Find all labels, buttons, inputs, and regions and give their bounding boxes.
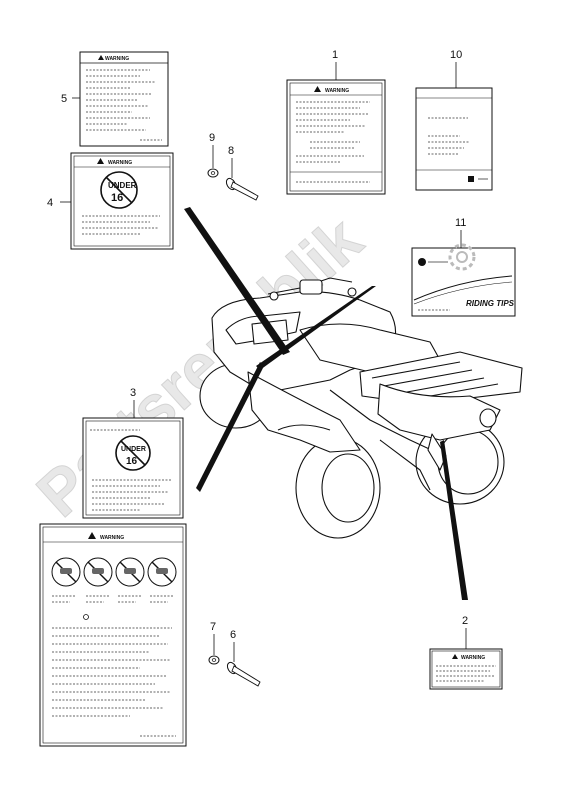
callout-4: 4	[47, 197, 53, 209]
callout-8: 8	[228, 145, 234, 157]
label-2[interactable]: WARNING	[429, 648, 503, 690]
leader-to-label-4	[184, 207, 290, 355]
callout-1: 1	[332, 49, 338, 61]
callout-6: 6	[230, 629, 236, 641]
label-4-warning-text: WARNING	[108, 160, 132, 166]
callout-2: 2	[462, 615, 468, 627]
washer-9[interactable]	[207, 168, 219, 178]
rivet-8[interactable]	[225, 177, 259, 201]
manual-10[interactable]	[415, 87, 493, 191]
label-3-large-warning[interactable]: WARNING	[39, 523, 187, 747]
label-2-warning-text: WARNING	[461, 655, 485, 661]
label-4[interactable]: WARNING UNDER 16	[70, 152, 174, 250]
leader-to-label-1	[256, 286, 376, 370]
label-3-under-text: UNDER	[121, 446, 146, 453]
gear-icon	[448, 243, 476, 271]
callout-9: 9	[209, 132, 215, 144]
label-3[interactable]: UNDER 16	[82, 417, 184, 519]
label-3-age-text: 16	[126, 456, 138, 467]
booklet-title: RIDING TIPS	[466, 299, 515, 308]
booklet-11[interactable]: RIDING TIPS	[411, 243, 516, 317]
washer-7[interactable]	[208, 655, 220, 665]
callout-10: 10	[450, 49, 462, 61]
rivet-6[interactable]	[226, 661, 261, 687]
label-5[interactable]: WARNING	[79, 51, 169, 147]
label-5-warning-text: WARNING	[105, 56, 129, 62]
label-4-age-text: 16	[111, 192, 123, 204]
label-1[interactable]: WARNING	[286, 79, 386, 195]
label-4-under-text: UNDER	[108, 181, 137, 190]
large-label-warning-text: WARNING	[100, 535, 124, 541]
callout-3: 3	[130, 387, 136, 399]
callout-11: 11	[455, 217, 466, 229]
leader-to-label-2	[440, 440, 468, 600]
callout-7: 7	[210, 621, 216, 633]
label-1-warning-text: WARNING	[325, 88, 349, 94]
atv-illustration	[199, 277, 523, 539]
leader-to-label-3	[196, 362, 264, 492]
callout-5: 5	[61, 93, 67, 105]
